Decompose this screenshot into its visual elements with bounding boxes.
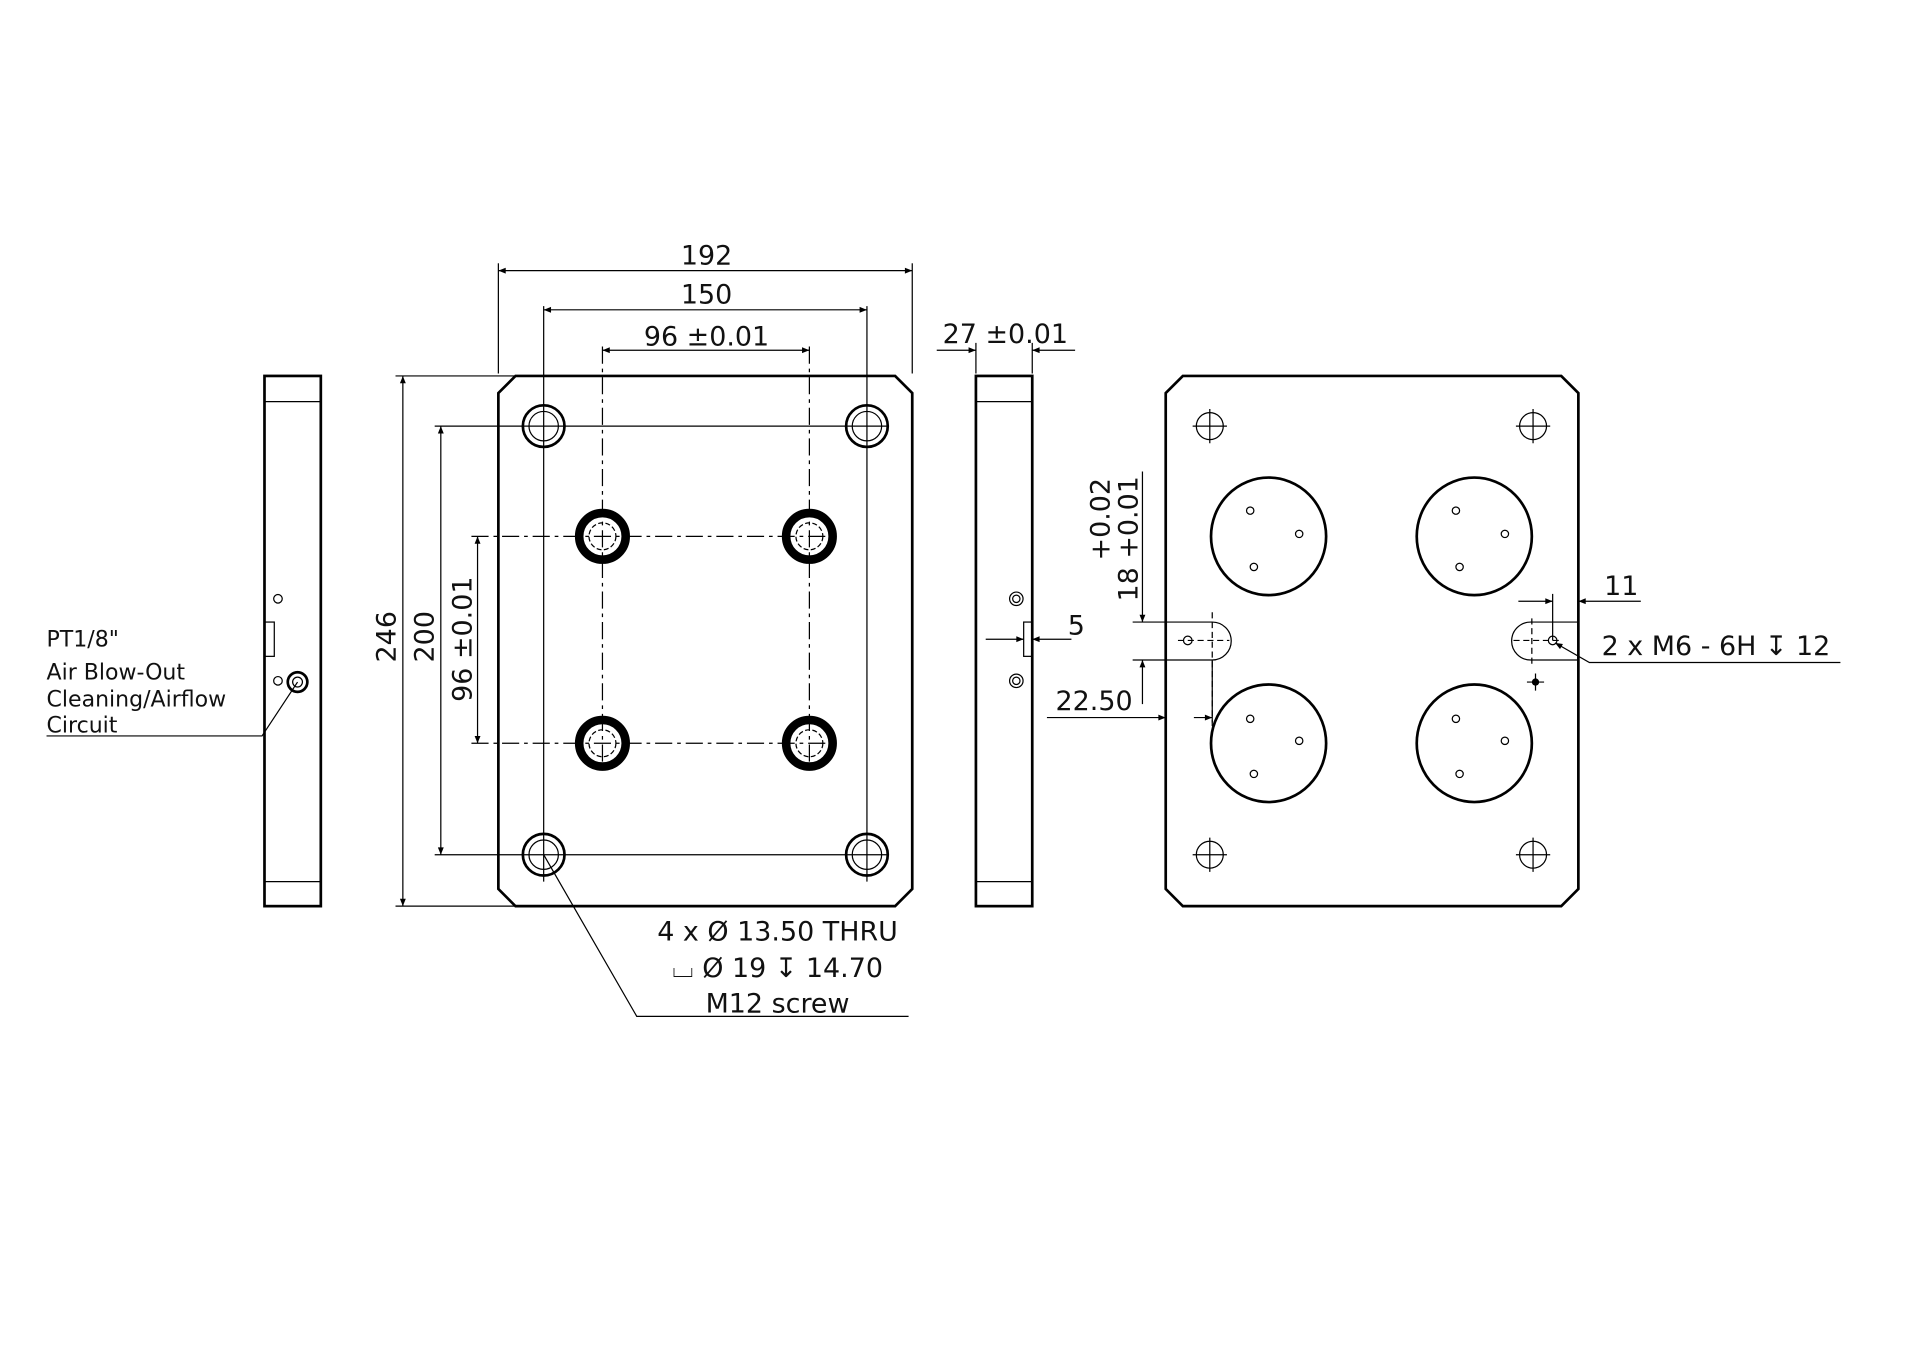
dimension-246: 246 bbox=[372, 375, 515, 907]
mounting-hole-callout: 4 x Ø 13.50 THRU ⌴ Ø 19 ↧ 14.70 M12 scre… bbox=[543, 854, 909, 1020]
svg-text:18 +0.01: 18 +0.01 bbox=[1114, 476, 1145, 601]
dimension-96-vertical: 96 ±0.01 bbox=[447, 536, 481, 744]
svg-text:27 ±0.01: 27 ±0.01 bbox=[943, 319, 1068, 350]
dimension-200: 200 bbox=[409, 426, 444, 855]
svg-text:96 ±0.01: 96 ±0.01 bbox=[644, 321, 769, 352]
svg-text:192: 192 bbox=[681, 241, 732, 272]
slot-right bbox=[1511, 618, 1579, 691]
dimension-18-slot-width: +0.02 18 +0.01 bbox=[1085, 471, 1166, 705]
corner-holes bbox=[1192, 409, 1551, 872]
svg-text:150: 150 bbox=[681, 280, 732, 311]
dimension-192: 192 bbox=[497, 241, 913, 374]
left-side-view bbox=[46, 374, 323, 908]
slot-left bbox=[1165, 612, 1232, 735]
svg-text:PT1/8": PT1/8" bbox=[47, 628, 119, 653]
right-side-view bbox=[974, 374, 1034, 908]
svg-text:Circuit: Circuit bbox=[47, 713, 118, 738]
svg-text:+0.02: +0.02 bbox=[1085, 478, 1116, 561]
bottom-view bbox=[1164, 374, 1580, 908]
dimension-11: 11 bbox=[1518, 571, 1641, 641]
locating-bushings bbox=[574, 508, 837, 771]
clamping-pads bbox=[1209, 476, 1534, 804]
mounting-holes bbox=[521, 403, 890, 877]
dimension-150: 150 bbox=[543, 280, 867, 313]
dimension-27: 27 ±0.01 bbox=[936, 319, 1076, 374]
svg-text:200: 200 bbox=[409, 611, 440, 662]
svg-text:2 x M6 - 6H ↧ 12: 2 x M6 - 6H ↧ 12 bbox=[1602, 631, 1831, 662]
air-port-icon bbox=[286, 670, 309, 694]
svg-text:5: 5 bbox=[1068, 610, 1085, 641]
svg-text:M12 screw: M12 screw bbox=[706, 989, 850, 1020]
dimension-22-50: 22.50 bbox=[1046, 660, 1213, 723]
svg-text:22.50: 22.50 bbox=[1056, 686, 1133, 717]
dimension-96-horizontal: 96 ±0.01 bbox=[602, 321, 810, 354]
thread-callout: 2 x M6 - 6H ↧ 12 bbox=[1554, 631, 1841, 664]
svg-text:Cleaning/Airflow: Cleaning/Airflow bbox=[47, 688, 227, 713]
air-port-label: PT1/8" Air Blow-Out Cleaning/Airflow Cir… bbox=[47, 628, 227, 739]
dimension-5: 5 bbox=[985, 610, 1085, 643]
svg-text:11: 11 bbox=[1604, 571, 1638, 602]
svg-text:96 ±0.01: 96 ±0.01 bbox=[447, 577, 478, 702]
svg-text:Air Blow-Out: Air Blow-Out bbox=[47, 661, 186, 686]
svg-text:246: 246 bbox=[372, 611, 403, 662]
front-view bbox=[434, 306, 914, 908]
svg-text:⌴ Ø 19 ↧ 14.70: ⌴ Ø 19 ↧ 14.70 bbox=[672, 953, 883, 984]
svg-text:4 x Ø 13.50 THRU: 4 x Ø 13.50 THRU bbox=[657, 916, 898, 947]
